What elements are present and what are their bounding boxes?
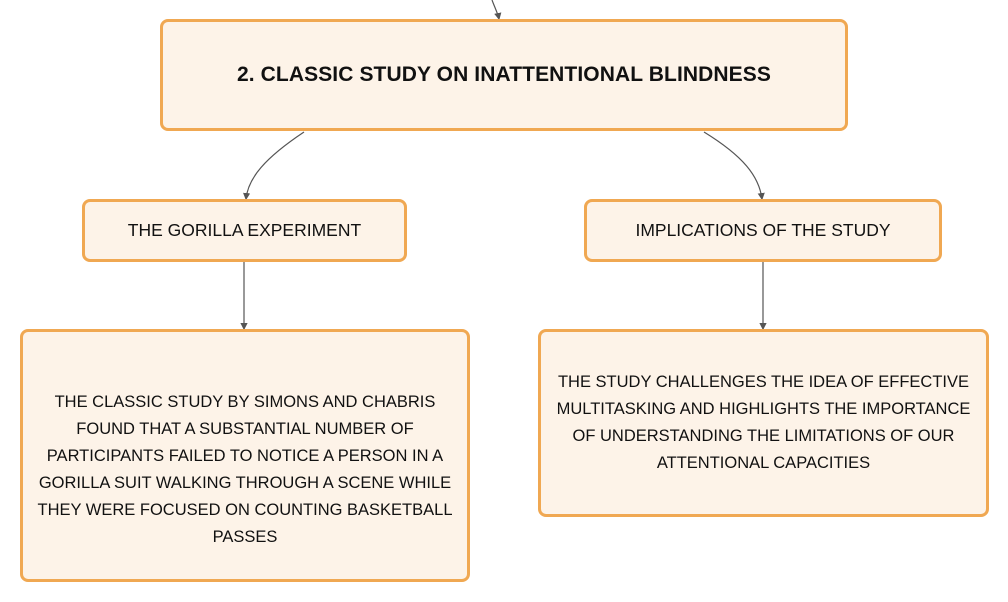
implications-label: IMPLICATIONS OF THE STUDY [635,220,891,240]
connector-root-to-gorilla-experiment [242,131,305,201]
connector-root-to-implications [703,131,765,201]
gorilla-experiment-detail-node[interactable]: THE CLASSIC STUDY BY SIMONS AND CHABRIS … [20,329,470,582]
root-topic-node[interactable]: 2. CLASSIC STUDY ON INATTENTIONAL BLINDN… [160,19,848,131]
connector-parent-to-root [491,0,502,21]
implications-detail-text: THE STUDY CHALLENGES THE IDEA OF EFFECTI… [556,373,971,472]
gorilla-experiment-detail-text: THE CLASSIC STUDY BY SIMONS AND CHABRIS … [37,392,453,546]
implications-detail-node[interactable]: THE STUDY CHALLENGES THE IDEA OF EFFECTI… [538,329,989,517]
implications-node[interactable]: IMPLICATIONS OF THE STUDY [584,199,942,262]
gorilla-experiment-label: THE GORILLA EXPERIMENT [127,220,362,240]
root-topic-label: 2. CLASSIC STUDY ON INATTENTIONAL BLINDN… [236,63,771,86]
gorilla-experiment-node[interactable]: THE GORILLA EXPERIMENT [82,199,407,262]
